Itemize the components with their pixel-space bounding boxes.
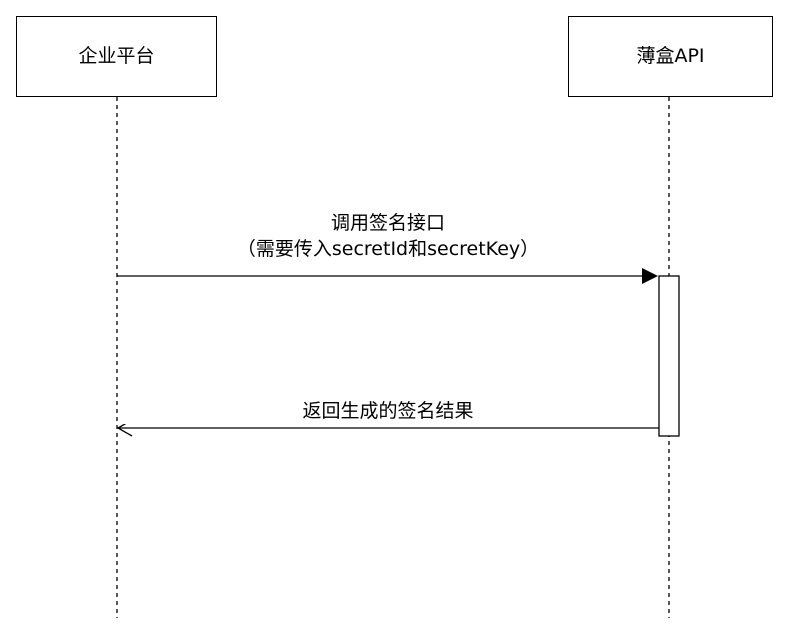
call-message-line2: （需要传入secretId和secretKey） (236, 238, 540, 260)
activation-bar (658, 275, 680, 437)
participant-api-label: 薄盒API (636, 45, 705, 67)
participant-enterprise-label: 企业平台 (78, 45, 155, 67)
return-message-label: 返回生成的签名结果 (118, 398, 658, 424)
participant-enterprise: 企业平台 (16, 16, 217, 97)
return-message-line1: 返回生成的签名结果 (302, 400, 474, 422)
call-message-label: 调用签名接口 （需要传入secretId和secretKey） (118, 210, 658, 262)
call-arrowhead (642, 268, 658, 284)
call-message-line1: 调用签名接口 (330, 212, 445, 234)
participant-api: 薄盒API (568, 16, 773, 97)
